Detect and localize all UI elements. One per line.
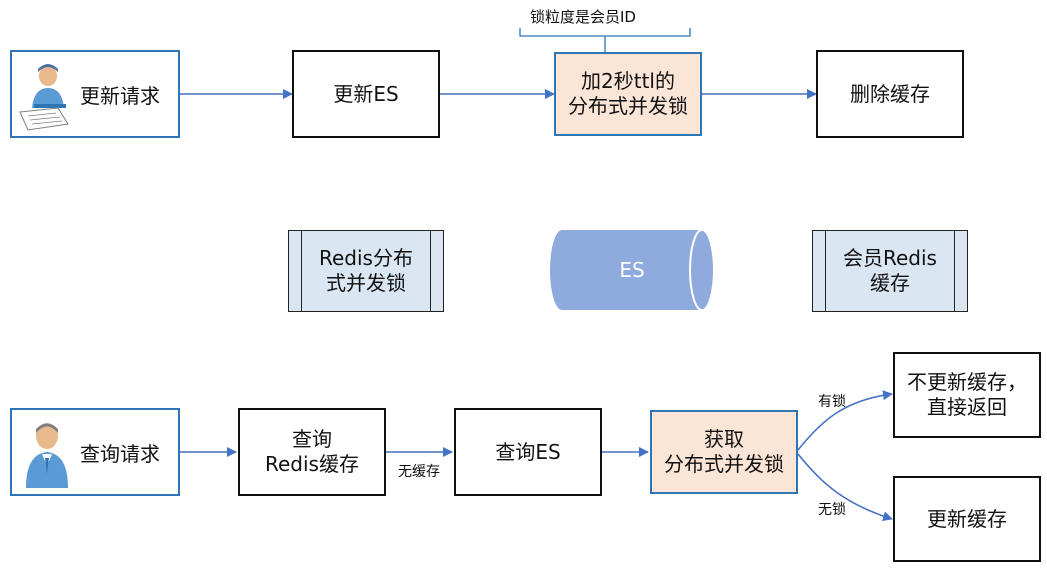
query-request-actor[interactable]: 查询请求: [10, 408, 180, 496]
es-store-label: ES: [619, 258, 645, 282]
no-lock-label: 无锁: [818, 502, 846, 518]
delete-cache-box[interactable]: 删除缓存: [816, 50, 964, 138]
has-lock-label: 有锁: [818, 394, 846, 410]
ttl-lock-box[interactable]: 加2秒ttl的 分布式并发锁: [554, 52, 702, 136]
update-es-box[interactable]: 更新ES: [292, 50, 440, 138]
person-icon: [26, 423, 68, 488]
redis-lock-store: Redis分布 式并发锁: [288, 230, 444, 312]
query-request-label: 查询请求: [80, 441, 160, 466]
no-cache-label: 无缓存: [398, 464, 440, 480]
member-redis-cache-store: 会员Redis 缓存: [812, 230, 968, 312]
query-es-box[interactable]: 查询ES: [454, 408, 602, 496]
arrow-has-lock: [797, 390, 893, 451]
update-cache-box[interactable]: 更新缓存: [893, 476, 1041, 562]
lock-granularity-note: 锁粒度是会员ID: [530, 8, 636, 26]
arrow-no-lock: [797, 453, 893, 522]
annotation-bracket: [519, 28, 691, 52]
es-cylinder: [550, 229, 715, 311]
clerk-icon: [19, 64, 69, 131]
update-request-actor[interactable]: 更新请求: [10, 50, 180, 138]
no-update-return-box[interactable]: 不更新缓存， 直接返回: [893, 352, 1041, 438]
query-redis-box[interactable]: 查询 Redis缓存: [238, 408, 386, 496]
update-request-label: 更新请求: [80, 83, 160, 108]
acquire-lock-box[interactable]: 获取 分布式并发锁: [650, 410, 798, 494]
